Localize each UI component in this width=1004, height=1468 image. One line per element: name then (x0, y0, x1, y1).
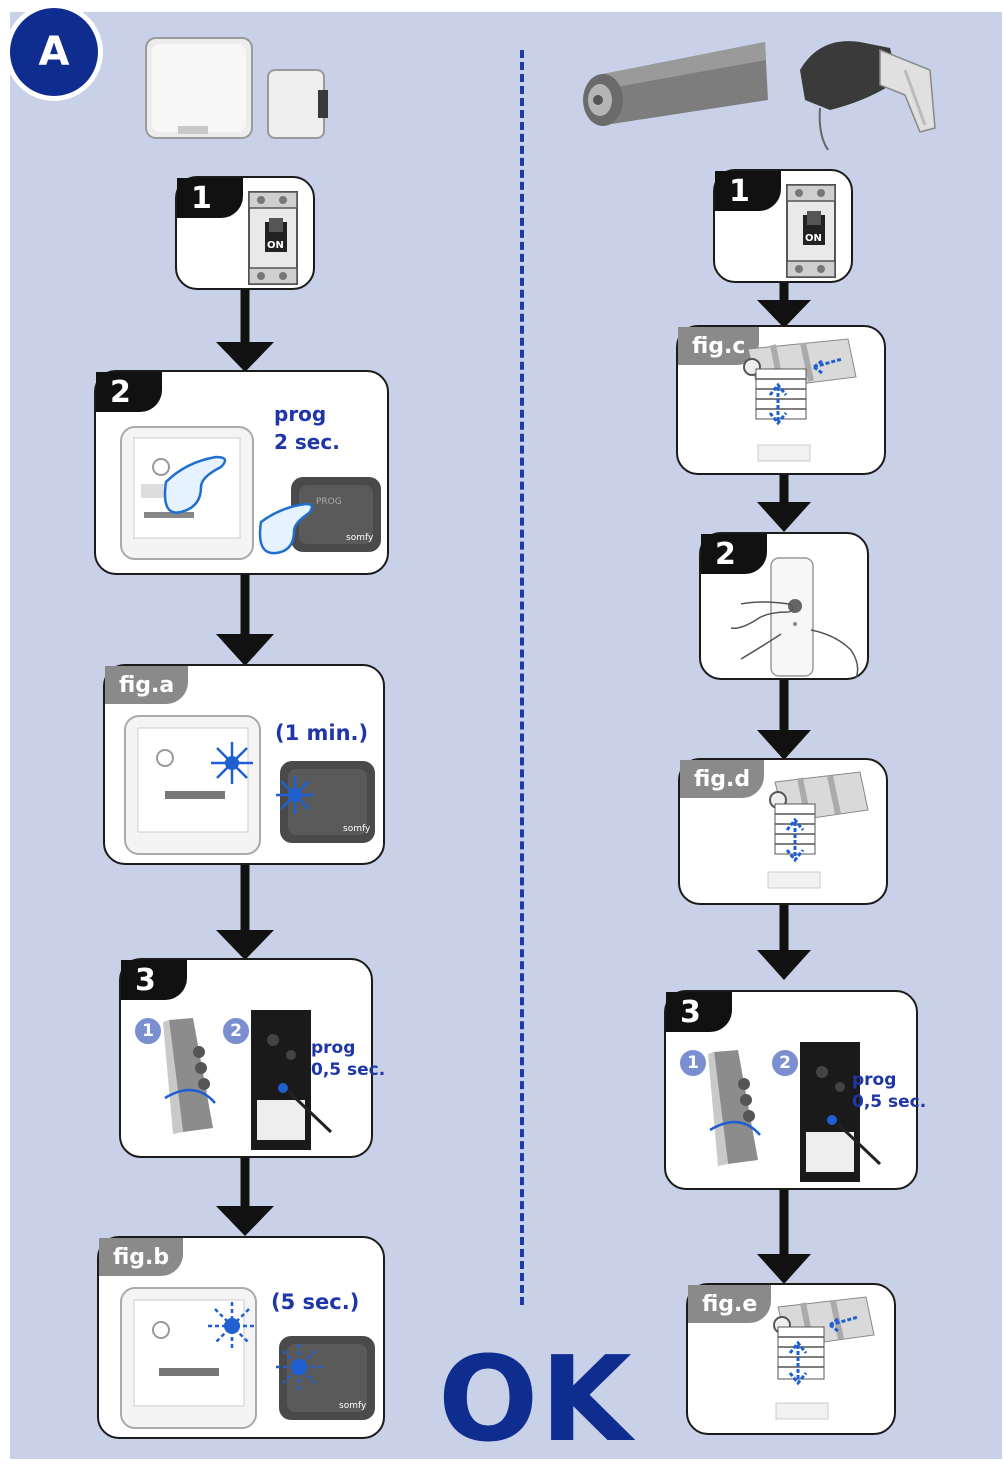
substep-1-badge: 1 (133, 1016, 163, 1046)
substep-2-badge: 2 (221, 1016, 251, 1046)
hands-pressing-remote-icon (730, 557, 859, 679)
breaker-label: ON (805, 233, 822, 244)
fig-label: fig.d (680, 760, 765, 798)
left-step-2-panel: 2 PROG somfy prog 2 sec. (94, 370, 389, 575)
right-step-3-panel: 3 1 2 prog 0,5 sec. (664, 990, 926, 1190)
breaker-label: ON (267, 240, 284, 251)
fig-label: fig.b (99, 1238, 184, 1276)
left-step-1-panel: 1 ON (175, 176, 315, 290)
remote-programming-icon (708, 1042, 882, 1182)
left-fig-b-panel: fig.b somfy (5 sec.) (97, 1236, 385, 1439)
right-fig-d-panel: fig.d (678, 758, 888, 905)
substep-2-badge: 2 (770, 1048, 800, 1078)
section-badge: A (5, 3, 103, 101)
step-number: 2 (701, 534, 767, 574)
right-step-1-panel: 1 ON (713, 169, 853, 283)
fig-b-duration: (5 sec.) (271, 1290, 360, 1314)
step-number: 3 (121, 960, 187, 1000)
step-3-instruction-line2: 0,5 sec. (311, 1060, 386, 1080)
awning-movement-icon (767, 771, 869, 889)
fig-a-duration: (1 min.) (275, 721, 369, 745)
tubular-motor-icon (583, 42, 768, 126)
step-2-instruction-line2: 2 sec. (274, 430, 340, 454)
receiver-blinking-icon: somfy (124, 715, 375, 855)
circuit-breaker-icon (248, 191, 298, 285)
fig-label: fig.a (105, 666, 189, 704)
substep-1-badge: 1 (678, 1048, 708, 1078)
svg-text:PROG: PROG (316, 497, 342, 507)
svg-text:somfy: somfy (339, 1401, 367, 1411)
receiver-confirm-icon: somfy (120, 1287, 375, 1429)
step-3-instruction-line1: prog (852, 1070, 897, 1090)
step-3-instruction-line2: 0,5 sec. (852, 1092, 927, 1112)
remote-programming-icon (163, 1010, 333, 1150)
step-number: 3 (666, 992, 732, 1032)
left-step-3-panel: 3 1 2 prog 0,5 sec. (119, 958, 385, 1158)
awning-movement-icon (773, 1296, 875, 1420)
svg-text:somfy: somfy (346, 533, 374, 543)
motor-bracket-icon (800, 41, 936, 151)
step-3-instruction-line1: prog (311, 1038, 356, 1058)
awning-movement-icon (743, 338, 857, 462)
left-fig-a-panel: fig.a somfy (1 min.) (103, 664, 385, 865)
step-number: 1 (177, 178, 243, 218)
fig-label: fig.c (678, 327, 760, 365)
result-ok: OK (438, 1330, 634, 1468)
step-number: 1 (715, 171, 781, 211)
right-fig-c-panel: fig.c (676, 325, 886, 475)
right-step-2-panel: 2 (699, 532, 869, 680)
column-divider (520, 50, 524, 1305)
receiver-open-icon: PROG somfy (120, 426, 381, 560)
fig-label: fig.e (688, 1285, 772, 1323)
step-number: 2 (96, 372, 162, 412)
right-fig-e-panel: fig.e (686, 1283, 896, 1435)
receiver-box-icon (145, 37, 328, 139)
svg-text:somfy: somfy (343, 824, 371, 834)
circuit-breaker-icon (786, 184, 836, 278)
step-2-instruction-line1: prog (274, 402, 327, 426)
